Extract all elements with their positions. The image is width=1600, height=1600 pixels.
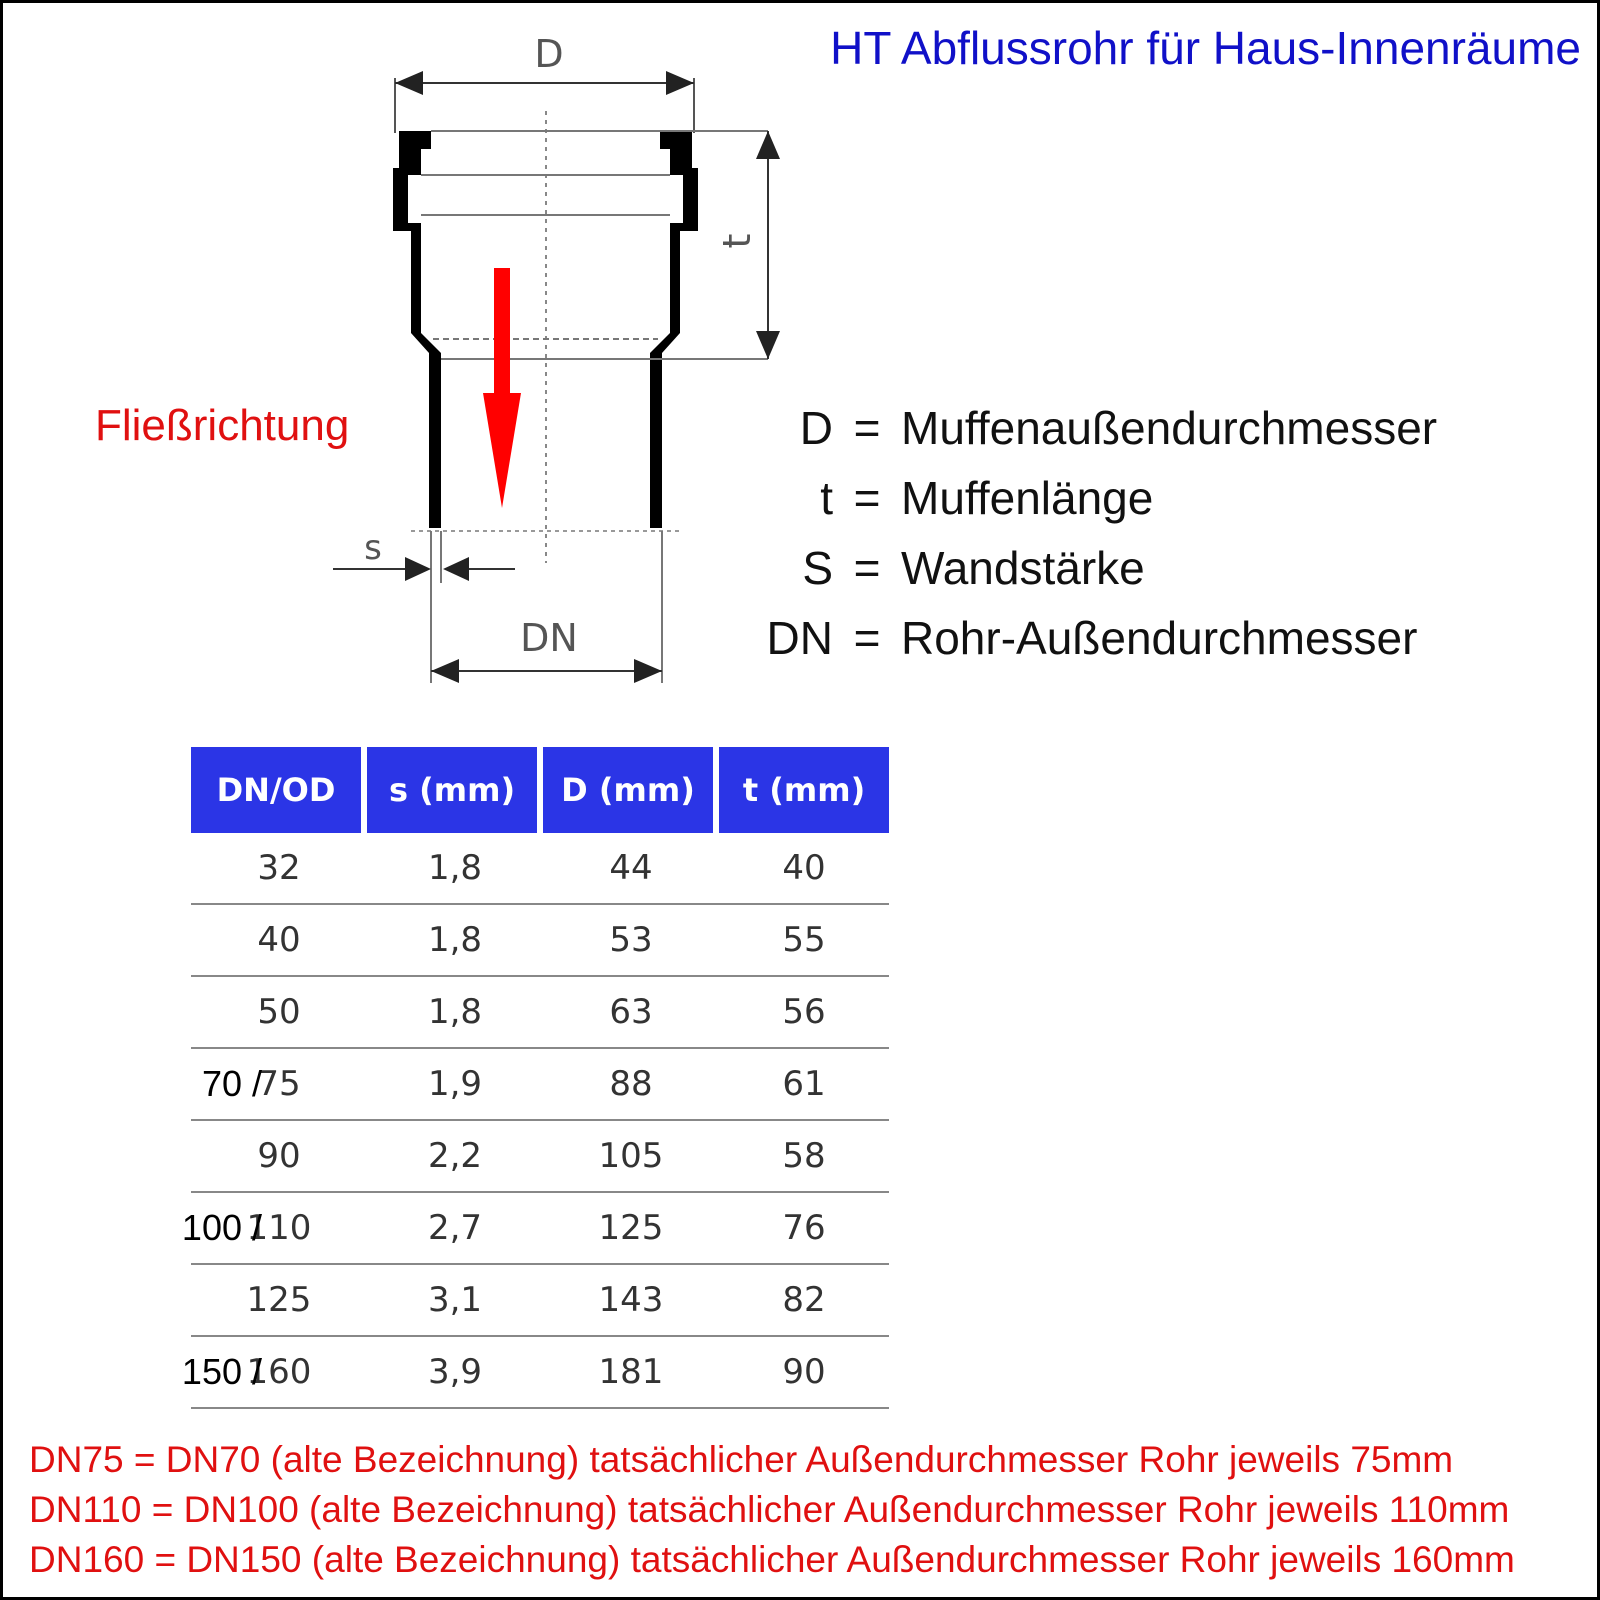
cell-dn: 125 [191,1265,367,1337]
legend-equals: = [853,472,881,524]
dn-arrow-right [634,659,662,683]
cell-s: 1,8 [367,905,543,977]
cell-t: 82 [719,1265,889,1337]
table-row: 40 1,8 53 55 [191,905,889,977]
legend-symbol: DN [766,612,833,664]
legend: D = Muffenaußendurchmesser t = Muffenlän… [733,393,1438,673]
header-d: D (mm) [543,747,719,833]
cell-t: 76 [719,1193,889,1265]
note-line: DN110 = DN100 (alte Bezeichnung) tatsäch… [29,1489,1510,1530]
legend-symbol: t [820,472,833,524]
header-dn-od: DN/OD [191,747,367,833]
table-row: 32 1,8 44 40 [191,833,889,905]
cell-d: 63 [543,977,719,1049]
cell-s: 2,2 [367,1121,543,1193]
cell-t: 55 [719,905,889,977]
table-row: 70 /75 1,9 88 61 [191,1049,889,1121]
cell-d: 44 [543,833,719,905]
table-header-row: DN/OD s (mm) D (mm) t (mm) [191,747,889,833]
legend-text: Muffenaußendurchmesser [901,402,1438,454]
table-row: 50 1,8 63 56 [191,977,889,1049]
cell-d: 88 [543,1049,719,1121]
header-t: t (mm) [719,747,889,833]
cell-s: 1,8 [367,833,543,905]
flow-arrow-shaft [494,268,510,398]
legend-text: Muffenlänge [901,472,1154,524]
cell-t: 90 [719,1337,889,1409]
table-row: 90 2,2 105 58 [191,1121,889,1193]
cell-s: 3,1 [367,1265,543,1337]
legend-row: D = Muffenaußendurchmesser [733,393,1437,463]
cell-dn-value: 40 [257,920,301,960]
cell-dn: 90 [191,1121,367,1193]
flow-direction-label: Fließrichtung [95,401,350,450]
legend-equals: = [853,402,881,454]
cell-t: 40 [719,833,889,905]
cell-t: 58 [719,1121,889,1193]
legend-row: t = Muffenlänge [733,463,1437,533]
spec-table: DN/OD s (mm) D (mm) t (mm) 32 1,8 44 40 … [182,747,889,1409]
cell-d: 181 [543,1337,719,1409]
pipe-diagram: D t DN s [333,32,780,683]
cell-dn-value: 90 [257,1136,301,1176]
cell-dn-value: 50 [257,992,301,1032]
cell-dn: 32 [191,833,367,905]
d-arrow-left [395,71,423,95]
old-dn-label: 150 / [181,1351,262,1392]
old-dn-label: 70 / [201,1063,262,1104]
cell-s: 3,9 [367,1337,543,1409]
cell-dn: 50 [191,977,367,1049]
legend-row: DN = Rohr-Außendurchmesser [733,603,1437,673]
legend-row: S = Wandstärke [733,533,1437,603]
dn-arrow-left [431,659,459,683]
label-t: t [715,234,759,249]
cell-dn-value: 32 [257,848,301,888]
cell-dn-value: 110 [246,1208,312,1248]
cell-t: 61 [719,1049,889,1121]
cell-d: 105 [543,1121,719,1193]
pipe-wall-right [650,131,698,528]
label-dn: DN [520,616,578,660]
cell-dn: 100 /110 [182,1193,367,1265]
cell-dn-value: 75 [257,1064,301,1104]
flow-arrow-head [483,393,521,508]
cell-s: 2,7 [367,1193,543,1265]
cell-dn: 40 [191,905,367,977]
legend-symbol: S [802,542,833,594]
cell-t: 56 [719,977,889,1049]
d-arrow-right [666,71,694,95]
table-row: 125 3,1 143 82 [191,1265,889,1337]
t-arrow-bottom [756,331,780,359]
cell-dn-value: 125 [246,1280,312,1320]
notes: DN75 = DN70 (alte Bezeichnung) tatsächli… [29,1435,1515,1585]
legend-equals: = [853,542,881,594]
s-arrow-right [443,557,469,581]
s-arrow-left [405,557,431,581]
pipe-wall-left [393,131,441,528]
t-arrow-top [756,131,780,159]
cell-s: 1,8 [367,977,543,1049]
legend-symbol: D [799,402,833,454]
legend-equals: = [853,612,881,664]
cell-dn: 150 /160 [182,1337,367,1409]
cell-s: 1,9 [367,1049,543,1121]
note-line: DN75 = DN70 (alte Bezeichnung) tatsächli… [29,1439,1454,1480]
table-row: 150 /160 3,9 181 90 [182,1337,889,1409]
page-title: HT Abflussrohr für Haus-Innenräume [830,22,1581,74]
old-dn-label: 100 / [181,1207,262,1248]
cell-d: 143 [543,1265,719,1337]
note-line: DN160 = DN150 (alte Bezeichnung) tatsäch… [29,1539,1515,1580]
cell-d: 125 [543,1193,719,1265]
label-s: s [364,528,382,568]
legend-text: Rohr-Außendurchmesser [901,612,1418,664]
header-s: s (mm) [367,747,543,833]
cell-dn: 70 /75 [191,1049,367,1121]
cell-dn-value: 160 [246,1352,312,1392]
label-d: D [534,32,563,76]
cell-d: 53 [543,905,719,977]
table-row: 100 /110 2,7 125 76 [182,1193,889,1265]
legend-text: Wandstärke [901,542,1145,594]
